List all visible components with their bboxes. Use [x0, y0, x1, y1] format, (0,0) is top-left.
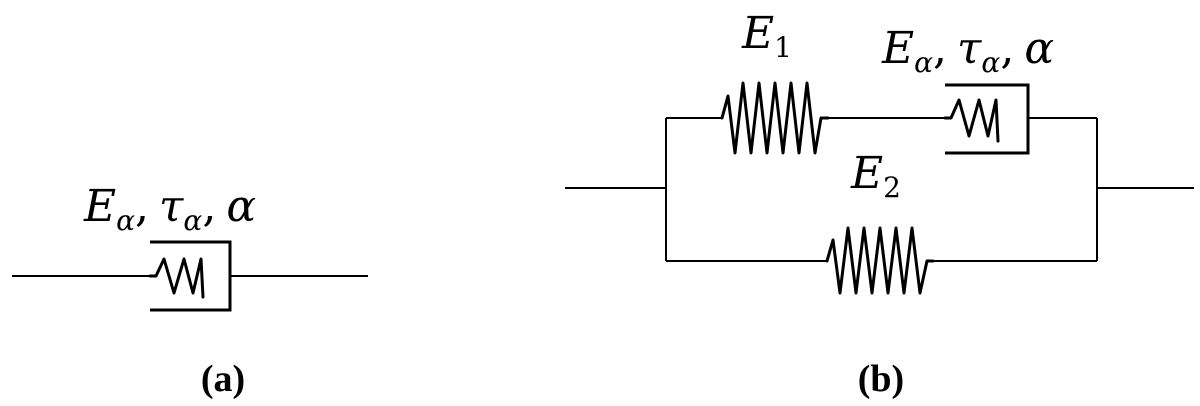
panel-b-spring-e1-label: E1 [741, 8, 792, 64]
panel-b-element-label: Eα,τα,α [881, 23, 1054, 79]
panel-b-caption: (b) [858, 358, 904, 400]
separator: , [933, 23, 947, 74]
panel-b-spring-e1 [720, 81, 830, 155]
modulus-symbol: E [850, 148, 883, 199]
panel-b-springpot-element [943, 83, 1030, 155]
modulus-subscript: α [116, 204, 135, 237]
panel-b: E1 Eα,τα,α E2 (b) [565, 8, 1194, 400]
panel-b-spring-e2-label: E2 [850, 148, 901, 204]
separator: , [135, 181, 149, 232]
panel-a-caption: (a) [201, 358, 245, 400]
panel-b-springpot-zigzag [943, 98, 1000, 143]
modulus-symbol: E [881, 23, 914, 74]
modulus-symbol: E [741, 8, 774, 59]
modulus-symbol: E [83, 181, 116, 232]
alpha-symbol: α [1024, 23, 1054, 74]
panel-a: Eα,τα,α (a) [12, 181, 368, 400]
alpha-symbol: α [226, 181, 256, 232]
tau-subscript: α [981, 46, 1000, 79]
separator: , [202, 181, 216, 232]
tau-symbol: τ [957, 23, 982, 74]
panel-a-springpot-zigzag [148, 257, 205, 299]
panel-b-springpot-bracket [945, 83, 1030, 155]
tau-symbol: τ [159, 181, 184, 232]
panel-a-springpot-element [148, 240, 232, 312]
modulus-subscript: α [914, 46, 933, 79]
tau-subscript: α [183, 204, 202, 237]
panel-b-spring-e2 [825, 226, 935, 295]
modulus-subscript: 2 [883, 171, 901, 204]
separator: , [1000, 23, 1014, 74]
modulus-subscript: 1 [774, 31, 792, 64]
panel-a-element-label: Eα,τα,α [83, 181, 256, 237]
